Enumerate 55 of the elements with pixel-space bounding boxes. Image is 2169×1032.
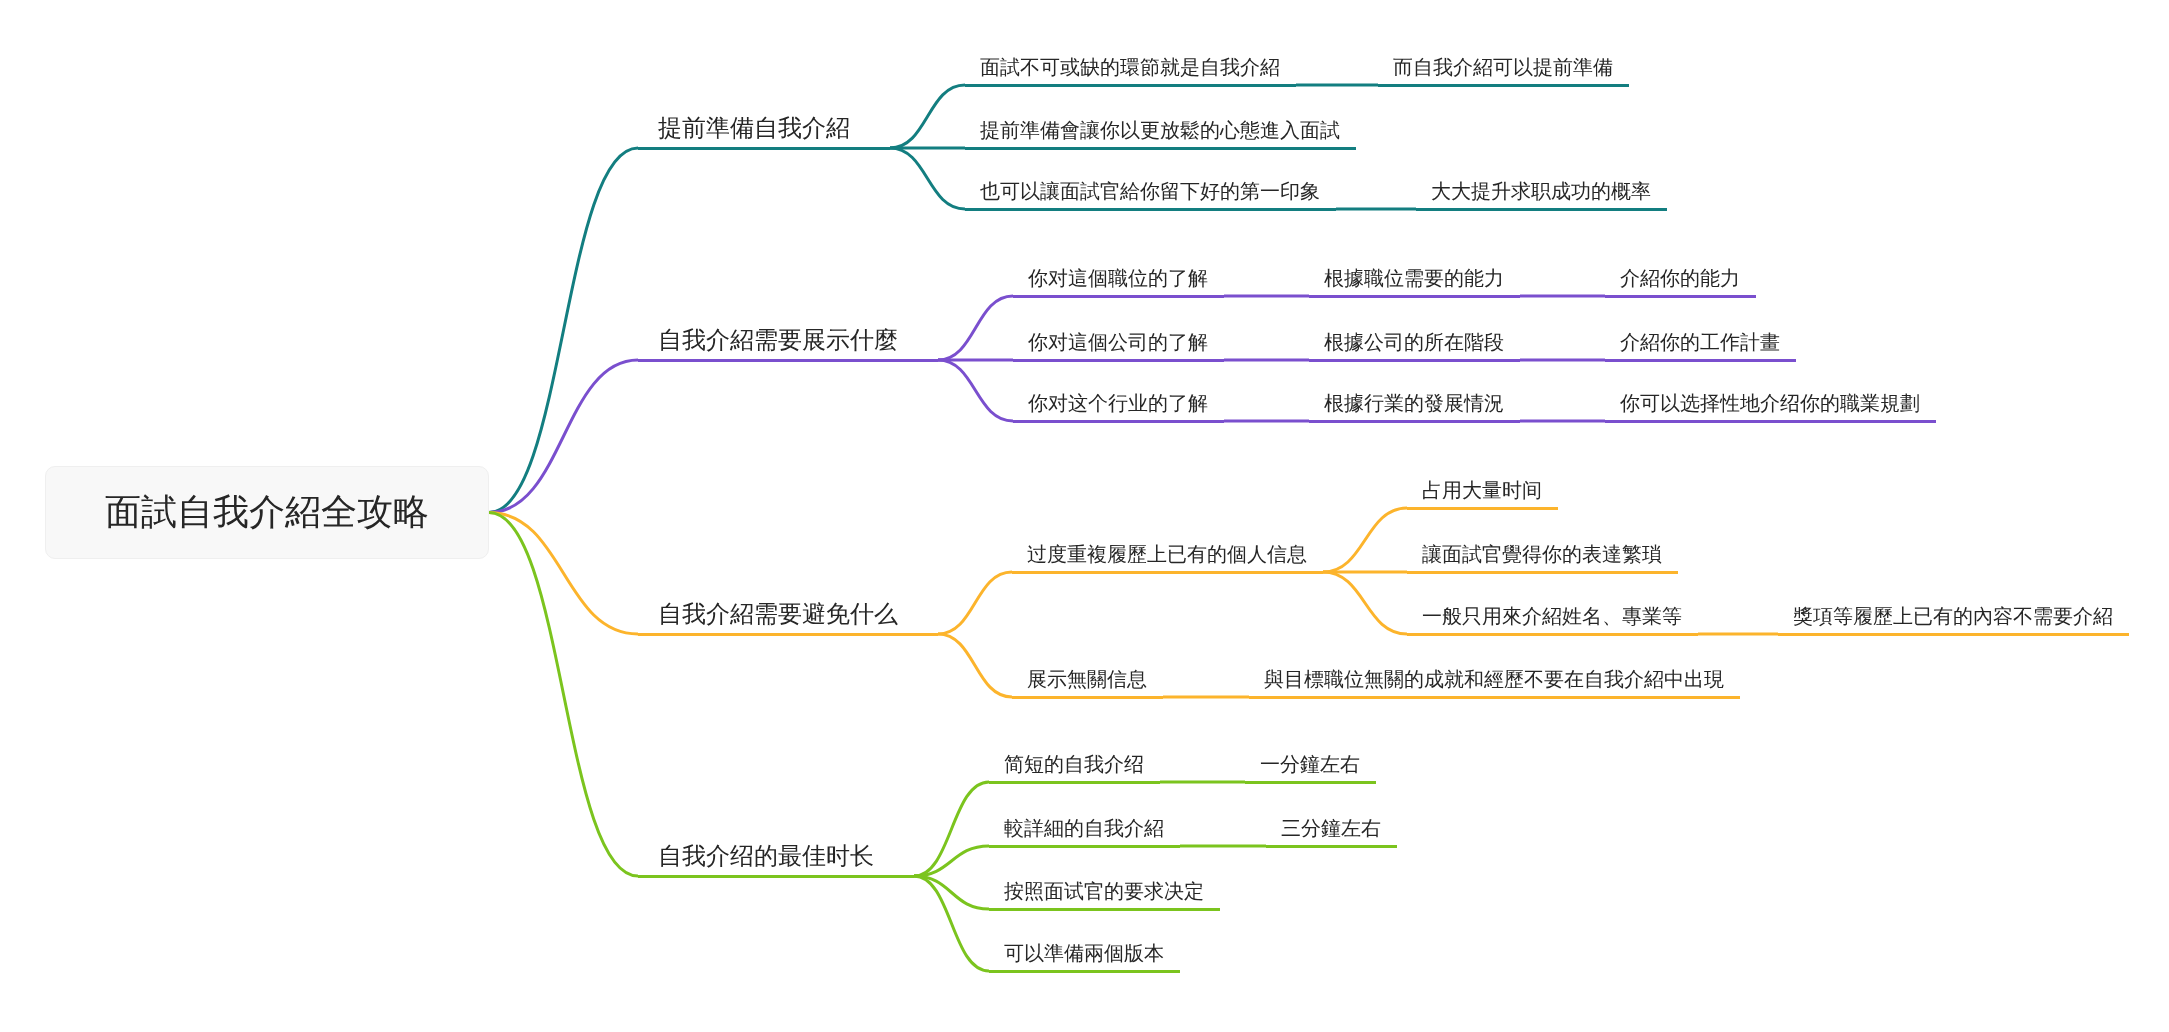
branch-line <box>1296 83 1378 87</box>
main-topic-label: 自我介紹需要避免什么 <box>638 595 938 636</box>
subtopic-label: 你对這個職位的了解 <box>1013 262 1224 298</box>
branch-line <box>913 874 990 973</box>
branch-line <box>1224 294 1309 298</box>
branch-line <box>1322 570 1408 636</box>
branch-line <box>889 146 966 211</box>
branch-line <box>937 632 1013 699</box>
subtopic-label: 占用大量时间 <box>1407 474 1558 510</box>
subtopic-label: 而自我介紹可以提前準備 <box>1378 51 1629 87</box>
branch-line <box>1180 844 1266 848</box>
subtopic-label: 三分鐘左右 <box>1266 812 1397 848</box>
branch-line <box>1322 506 1408 574</box>
branch-line <box>889 83 966 150</box>
subtopic-label: 展示無關信息 <box>1012 663 1163 699</box>
branch-line <box>1160 780 1245 784</box>
branch-line <box>488 511 639 878</box>
branch-line <box>1520 294 1605 298</box>
branch-line <box>937 358 1014 423</box>
subtopic-label: 根據行業的發展情況 <box>1309 387 1520 423</box>
subtopic-label: 根據職位需要的能力 <box>1309 262 1520 298</box>
central-topic-box: 面試自我介紹全攻略 <box>45 466 489 559</box>
branch-line <box>1698 632 1778 636</box>
subtopic-label: 面試不可或缺的環節就是自我介紹 <box>965 51 1296 87</box>
subtopic-label: 也可以讓面試官給你留下好的第一印象 <box>965 175 1336 211</box>
branch-line <box>913 844 990 878</box>
subtopic-label: 一分鐘左右 <box>1245 748 1376 784</box>
branch-line <box>937 294 1014 362</box>
subtopic-label: 过度重複履歷上已有的個人信息 <box>1012 538 1323 574</box>
subtopic-label: 你对这个行业的了解 <box>1013 387 1224 423</box>
branch-line <box>1520 419 1605 423</box>
subtopic-label: 較詳細的自我介紹 <box>989 812 1180 848</box>
main-topic-label: 提前準備自我介紹 <box>638 109 890 150</box>
subtopic-label: 根據公司的所在階段 <box>1309 326 1520 362</box>
subtopic-label: 可以準備兩個版本 <box>989 937 1180 973</box>
subtopic-label: 一般只用來介紹姓名、專業等 <box>1407 600 1698 636</box>
branch-line <box>1224 419 1309 423</box>
subtopic-label: 讓面試官覺得你的表達繁瑣 <box>1407 538 1678 574</box>
subtopic-label: 介紹你的能力 <box>1605 262 1756 298</box>
subtopic-label: 提前準備會讓你以更放鬆的心態進入面試 <box>965 114 1356 150</box>
subtopic-label: 介紹你的工作計畫 <box>1605 326 1796 362</box>
subtopic-label: 简短的自我介绍 <box>989 748 1160 784</box>
subtopic-label: 大大提升求职成功的概率 <box>1416 175 1667 211</box>
subtopic-label: 按照面试官的要求决定 <box>989 875 1220 911</box>
branch-line <box>1520 358 1605 362</box>
branch-line <box>937 570 1013 636</box>
subtopic-label: 你对這個公司的了解 <box>1013 326 1224 362</box>
branch-line <box>1224 358 1309 362</box>
main-topic-label: 自我介绍的最佳时长 <box>638 837 914 878</box>
subtopic-label: 與目標職位無關的成就和經歷不要在自我介紹中出現 <box>1249 663 1740 699</box>
subtopic-label: 獎項等履歷上已有的內容不需要介紹 <box>1778 600 2129 636</box>
subtopic-label: 你可以选择性地介绍你的職業規劃 <box>1605 387 1936 423</box>
branch-line <box>1163 695 1249 699</box>
branch-line <box>1336 207 1416 211</box>
main-topic-label: 自我介紹需要展示什麼 <box>638 321 938 362</box>
